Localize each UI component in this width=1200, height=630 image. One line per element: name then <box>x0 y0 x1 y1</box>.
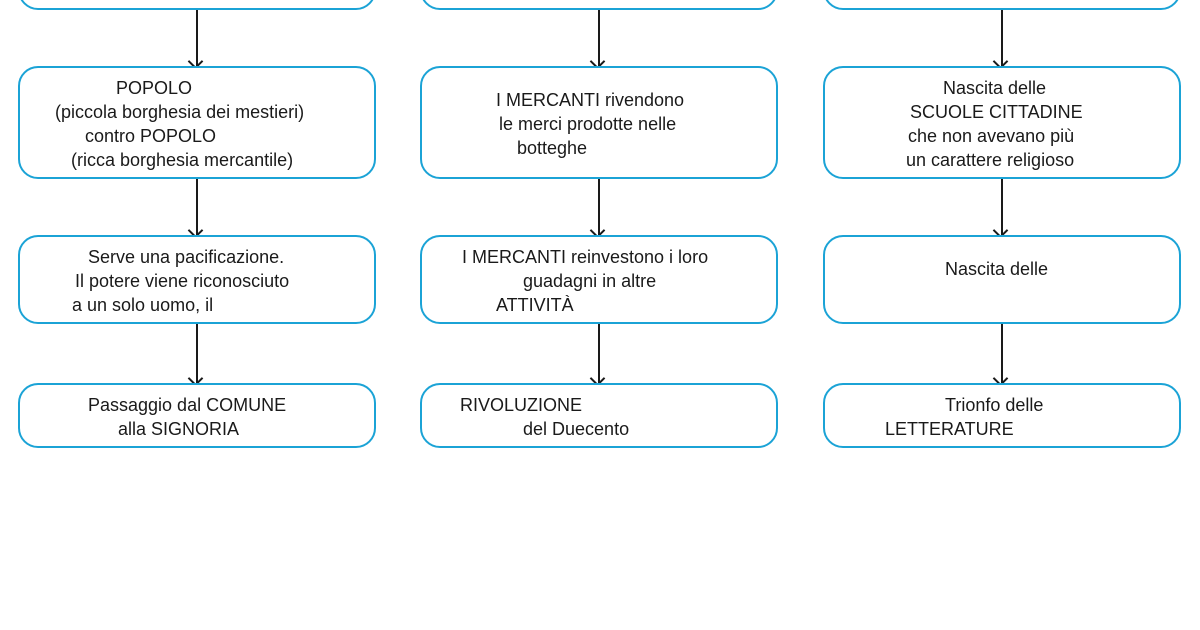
col2-box-mercanti-rivendono-line-2: le merci prodotte nelle <box>499 114 677 134</box>
col2-box-mercanti-rivendono: I MERCANTI rivendono le merci prodotte n… <box>420 66 778 179</box>
col3-box-scuole-line-4: un carattere religioso <box>906 150 1075 170</box>
col1-box-signoria-line-1: Passaggio dal COMUNE <box>88 395 287 415</box>
col1-box-signoria-line-2: alla SIGNORIA <box>118 419 240 439</box>
col1-box-pacificazione-line-1: Serve una pacificazione. <box>88 247 285 267</box>
col1-box-popolo-line-1: POPOLO <box>116 78 193 98</box>
col1-box-pacificazione-line-3: a un solo uomo, il <box>72 295 214 315</box>
col2-box-rivoluzione-line-1: RIVOLUZIONE <box>460 395 583 415</box>
col2-box-mercanti-reinvestono-line-2: guadagni in altre <box>523 271 657 291</box>
col1-box-popolo-line-2: (piccola borghesia dei mestieri) <box>55 102 305 122</box>
col3-box-nascita-line-1: Nascita delle <box>945 259 1049 279</box>
col3-box-nascita: Nascita delle <box>823 235 1181 324</box>
col2-box-rivoluzione-line-2: del Duecento <box>523 419 630 439</box>
col3-box-scuole-line-3: che non avevano più <box>908 126 1075 146</box>
col3-box-scuole-line-1: Nascita delle <box>943 78 1047 98</box>
col2-box-mercanti-rivendono-line-3: botteghe <box>517 138 588 158</box>
col1-arrow-1 <box>196 10 198 66</box>
col1-box-signoria: Passaggio dal COMUNE alla SIGNORIA <box>18 383 376 448</box>
col3-box-letterature-line-2: LETTERATURE <box>885 419 1014 439</box>
col2-box-mercanti-reinvestono-line-3: ATTIVITÀ <box>496 295 574 315</box>
col3-box-scuole-line-2: SCUOLE CITTADINE <box>910 102 1083 122</box>
col1-box-pacificazione: Serve una pacificazione. Il potere viene… <box>18 235 376 324</box>
col1-top-box <box>18 0 376 10</box>
col2-top-box <box>420 0 778 10</box>
col1-box-pacificazione-line-2: Il potere viene riconosciuto <box>75 271 290 291</box>
col2-arrow-1 <box>598 10 600 66</box>
col2-box-mercanti-reinvestono: I MERCANTI reinvestono i loro guadagni i… <box>420 235 778 324</box>
col2-arrow-2 <box>598 179 600 235</box>
col2-box-mercanti-reinvestono-line-1: I MERCANTI reinvestono i loro <box>462 247 709 267</box>
col2-arrow-3 <box>598 324 600 383</box>
col2-box-rivoluzione: RIVOLUZIONE del Duecento <box>420 383 778 448</box>
col1-arrow-3 <box>196 324 198 383</box>
col1-box-popolo-line-3: contro POPOLO <box>85 126 217 146</box>
col3-box-letterature: Trionfo delle LETTERATURE <box>823 383 1181 448</box>
col3-arrow-3 <box>1001 324 1003 383</box>
col2-box-mercanti-rivendono-line-1: I MERCANTI rivendono <box>496 90 685 110</box>
col3-arrow-2 <box>1001 179 1003 235</box>
col3-top-box <box>823 0 1181 10</box>
col3-box-letterature-line-1: Trionfo delle <box>945 395 1044 415</box>
col3-arrow-1 <box>1001 10 1003 66</box>
col1-box-popolo: POPOLO (piccola borghesia dei mestieri) … <box>18 66 376 179</box>
col1-box-popolo-line-4: (ricca borghesia mercantile) <box>71 150 294 170</box>
col1-arrow-2 <box>196 179 198 235</box>
col3-box-scuole: Nascita delle SCUOLE CITTADINE che non a… <box>823 66 1181 179</box>
